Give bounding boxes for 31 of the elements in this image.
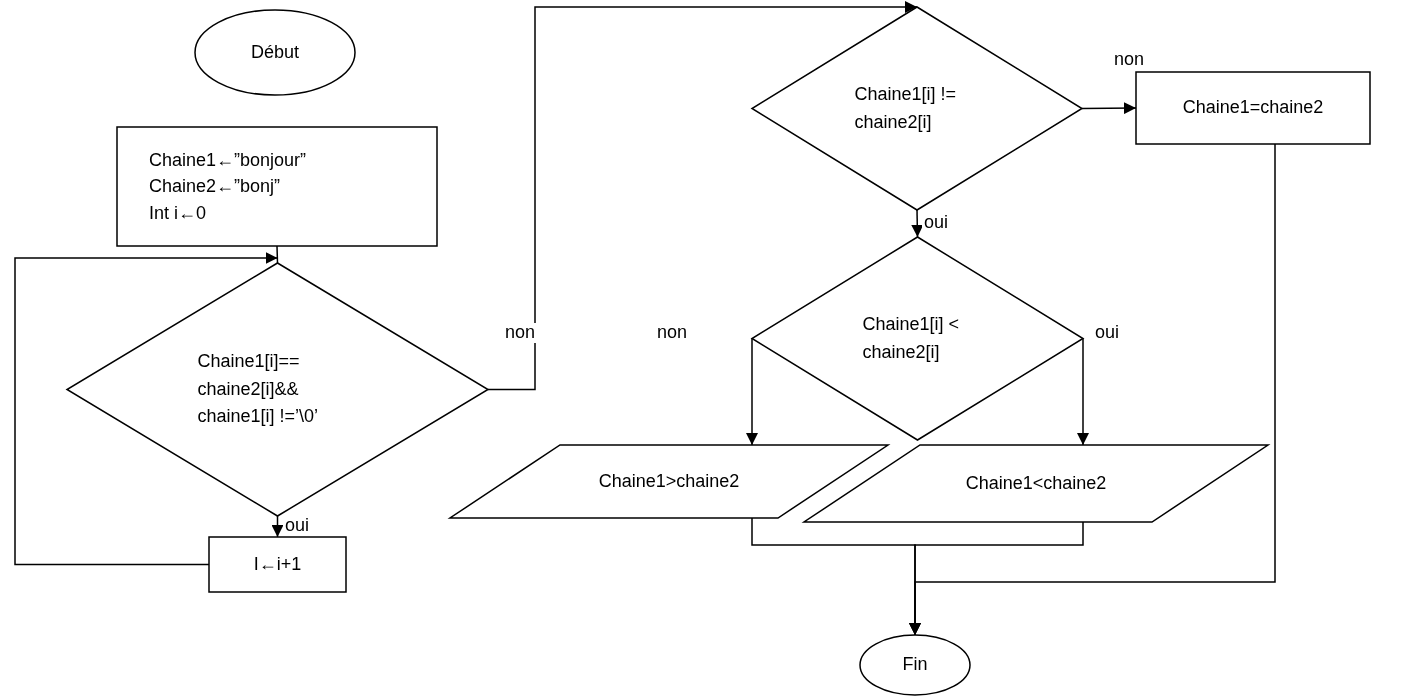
node-text: Chaine2←”bonj”	[148, 175, 281, 199]
arrow	[1077, 337, 1089, 446]
node-text: Chaine1[i] < chaine2[i]	[862, 312, 961, 364]
start-terminal	[195, 10, 355, 95]
node-text: Int i←0	[148, 201, 207, 225]
node-text: Chaine1[i] != chaine2[i]	[854, 82, 958, 134]
process-box	[117, 127, 437, 246]
node-text: Chaine1[i]== chaine2[i]&& chaine1[i] !=’\0’	[197, 349, 320, 429]
output-parallelogram	[450, 445, 888, 518]
arrow	[911, 209, 924, 238]
node-text: I←i+1	[253, 552, 302, 576]
arrow	[746, 337, 758, 446]
process-box	[209, 537, 346, 592]
arrow	[909, 143, 1276, 636]
arrow	[14, 252, 279, 566]
decision-diamond	[67, 263, 488, 516]
arrow	[271, 515, 284, 538]
node-text: Début	[250, 40, 299, 64]
node-text: Chaine1←”bonjour”	[148, 149, 307, 173]
process-box	[1136, 72, 1370, 144]
decision-diamond	[752, 7, 1082, 210]
node-text: Fin	[902, 653, 928, 677]
node-text: Chaine1<chaine2	[965, 471, 1107, 495]
end-terminal	[860, 635, 970, 695]
node-text: Chaine1=chaine2	[1182, 96, 1324, 120]
decision-diamond	[752, 237, 1083, 440]
arrow	[1081, 102, 1137, 115]
node-text: Chaine1>chaine2	[598, 469, 740, 493]
edge-label: non	[503, 323, 538, 343]
output-parallelogram	[804, 445, 1268, 522]
arrow	[487, 1, 918, 391]
